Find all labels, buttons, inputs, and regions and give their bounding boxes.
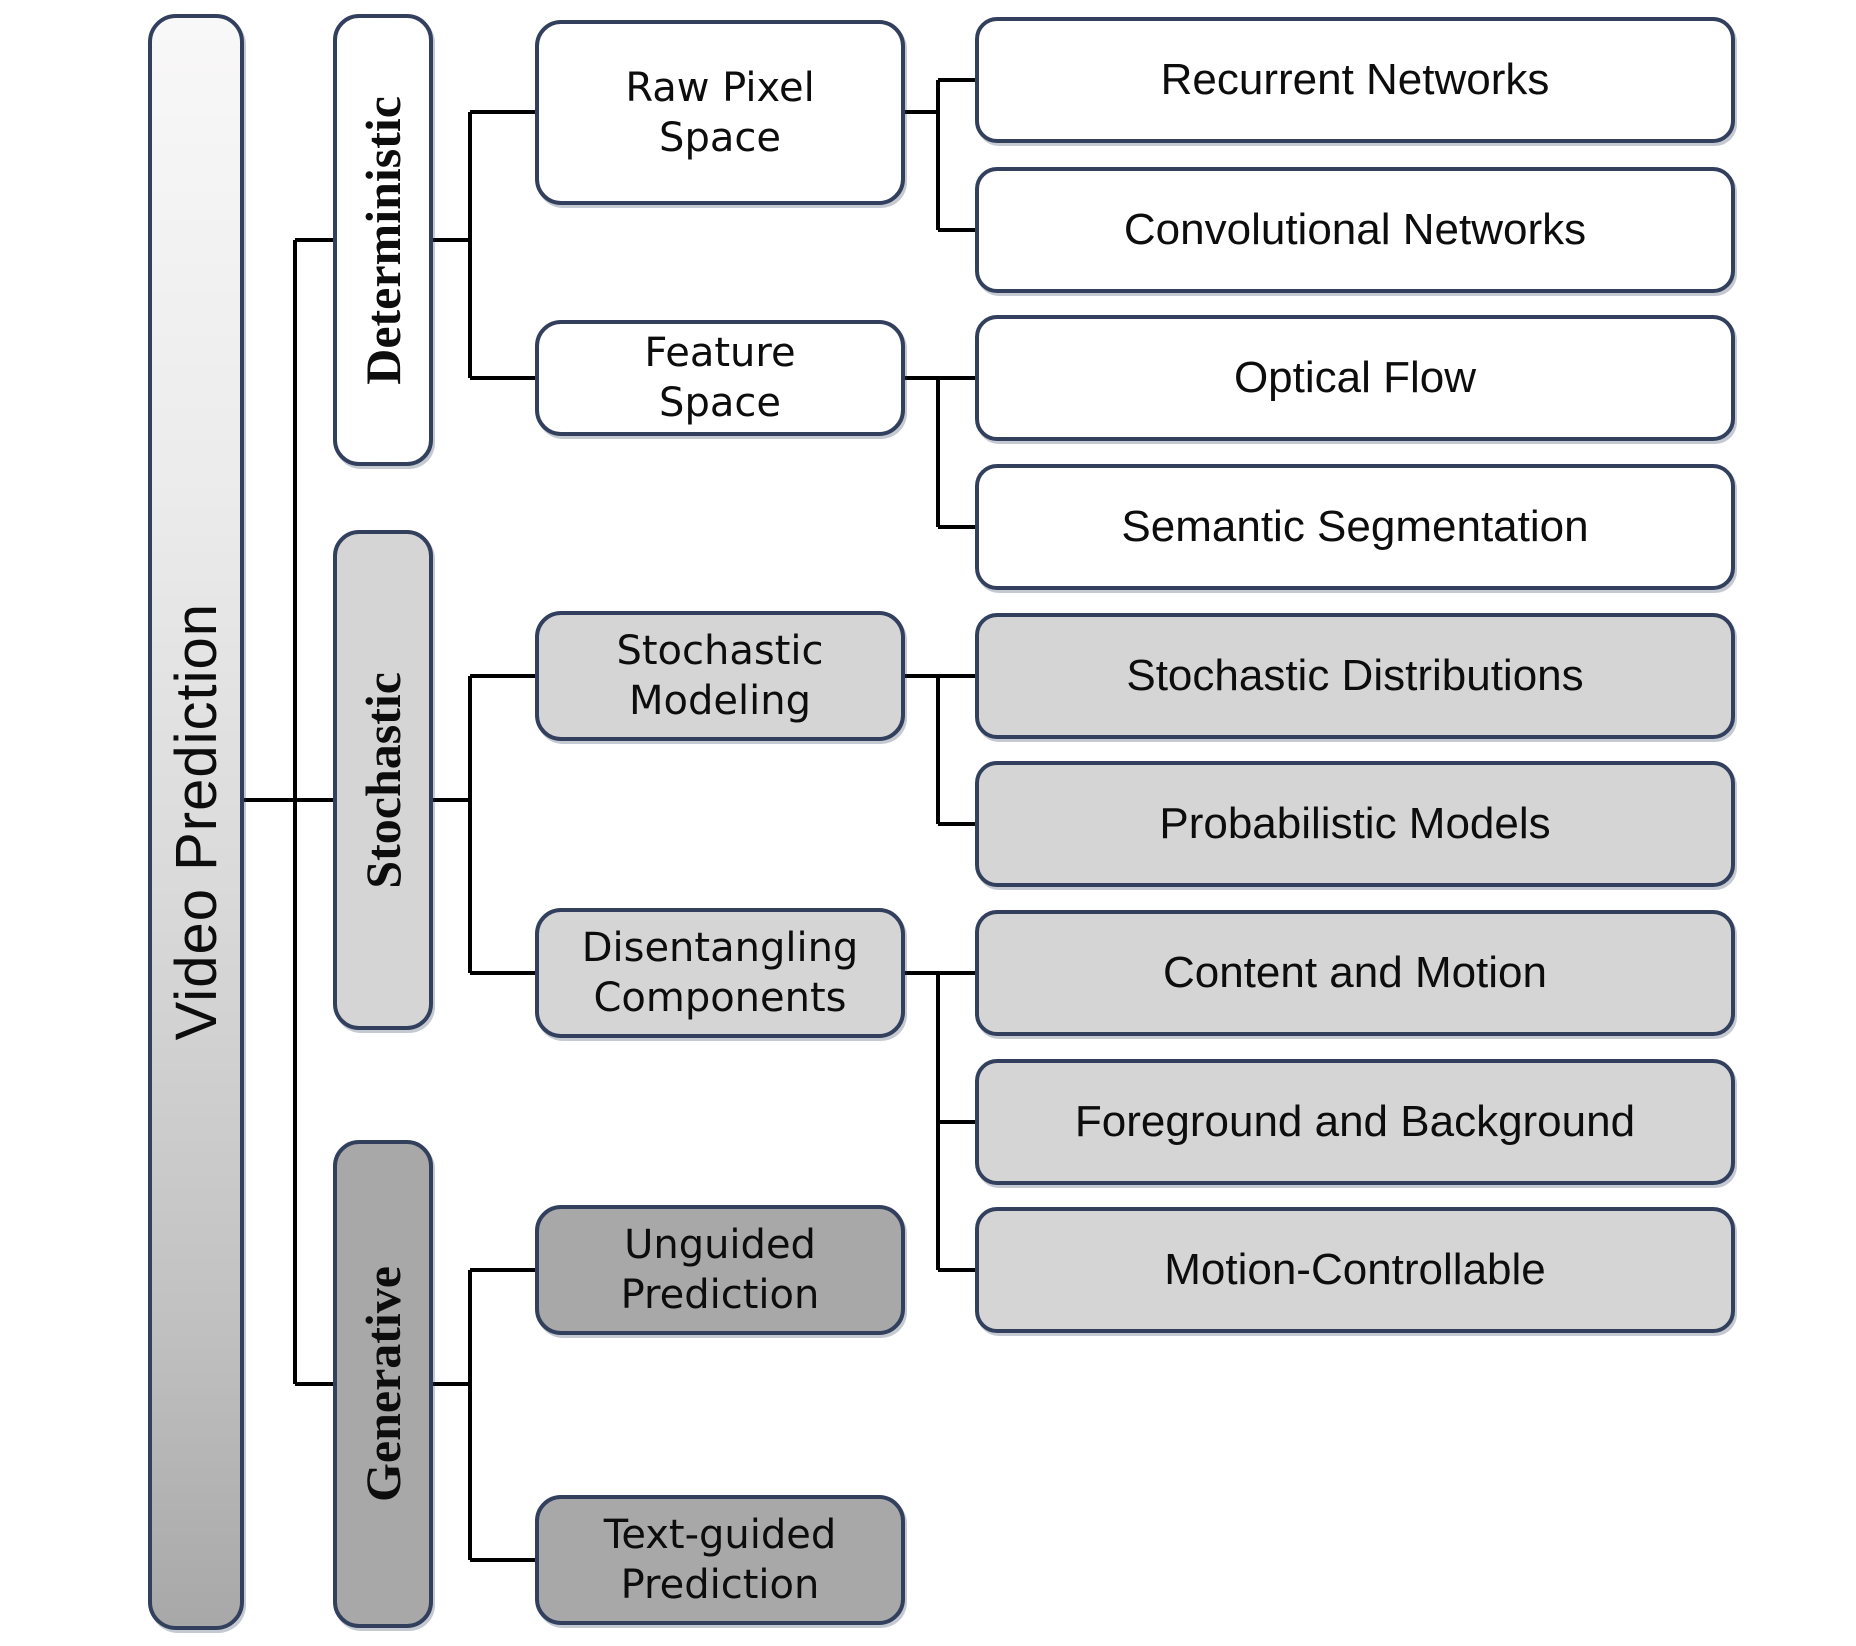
node-text-guided-prediction: Text-guided Prediction — [535, 1495, 905, 1625]
leaf-foreground-and-background: Foreground and Background — [975, 1059, 1735, 1185]
leaf-label: Convolutional Networks — [1123, 205, 1587, 254]
leaf-convolutional-networks: Convolutional Networks — [975, 167, 1735, 293]
node-label: Raw Pixel Space — [625, 64, 815, 161]
node-label: Text-guided Prediction — [603, 1512, 837, 1608]
connector-stochastic — [433, 674, 535, 975]
node-label: Unguided Prediction — [620, 1222, 820, 1318]
node-label: Feature Space — [644, 330, 796, 426]
root-node-video-prediction: Video Prediction — [148, 14, 244, 1630]
node-label: Disentangling Components — [581, 925, 859, 1021]
node-stochastic-modeling: Stochastic Modeling — [535, 611, 905, 741]
leaf-recurrent-networks: Recurrent Networks — [975, 17, 1735, 143]
root-label: Video Prediction — [163, 603, 229, 1041]
connector-feature-space — [905, 376, 975, 529]
node-raw-pixel-space: Raw Pixel Space — [535, 20, 905, 205]
leaf-label: Semantic Segmentation — [1121, 502, 1589, 551]
leaf-probabilistic-models: Probabilistic Models — [975, 761, 1735, 887]
leaf-label: Foreground and Background — [1074, 1097, 1636, 1146]
leaf-content-and-motion: Content and Motion — [975, 910, 1735, 1036]
leaf-stochastic-distributions: Stochastic Distributions — [975, 613, 1735, 739]
leaf-semantic-segmentation: Semantic Segmentation — [975, 464, 1735, 590]
node-label: Stochastic Modeling — [616, 628, 824, 724]
connector-raw-pixel-space — [905, 78, 975, 232]
leaf-optical-flow: Optical Flow — [975, 315, 1735, 441]
connector-generative — [433, 1268, 535, 1562]
connector-stochastic-modeling — [905, 674, 975, 826]
category-stochastic: Stochastic — [333, 530, 433, 1030]
connector-disentangling — [905, 971, 975, 1272]
category-label: Stochastic — [355, 671, 411, 889]
leaf-label: Stochastic Distributions — [1126, 651, 1584, 700]
leaf-motion-controllable: Motion-Controllable — [975, 1207, 1735, 1333]
category-label: Generative — [355, 1265, 411, 1502]
leaf-label: Probabilistic Models — [1159, 799, 1551, 848]
category-generative: Generative — [333, 1140, 433, 1628]
node-unguided-prediction: Unguided Prediction — [535, 1205, 905, 1335]
category-label: Deterministic — [355, 95, 411, 385]
leaf-label: Recurrent Networks — [1160, 55, 1550, 104]
leaf-label: Optical Flow — [1233, 353, 1477, 402]
connector-root — [244, 238, 333, 1386]
node-feature-space: Feature Space — [535, 320, 905, 436]
leaf-label: Content and Motion — [1162, 948, 1548, 997]
node-disentangling-components: Disentangling Components — [535, 908, 905, 1038]
leaf-label: Motion-Controllable — [1164, 1245, 1546, 1294]
connector-deterministic — [433, 110, 535, 380]
category-deterministic: Deterministic — [333, 14, 433, 466]
